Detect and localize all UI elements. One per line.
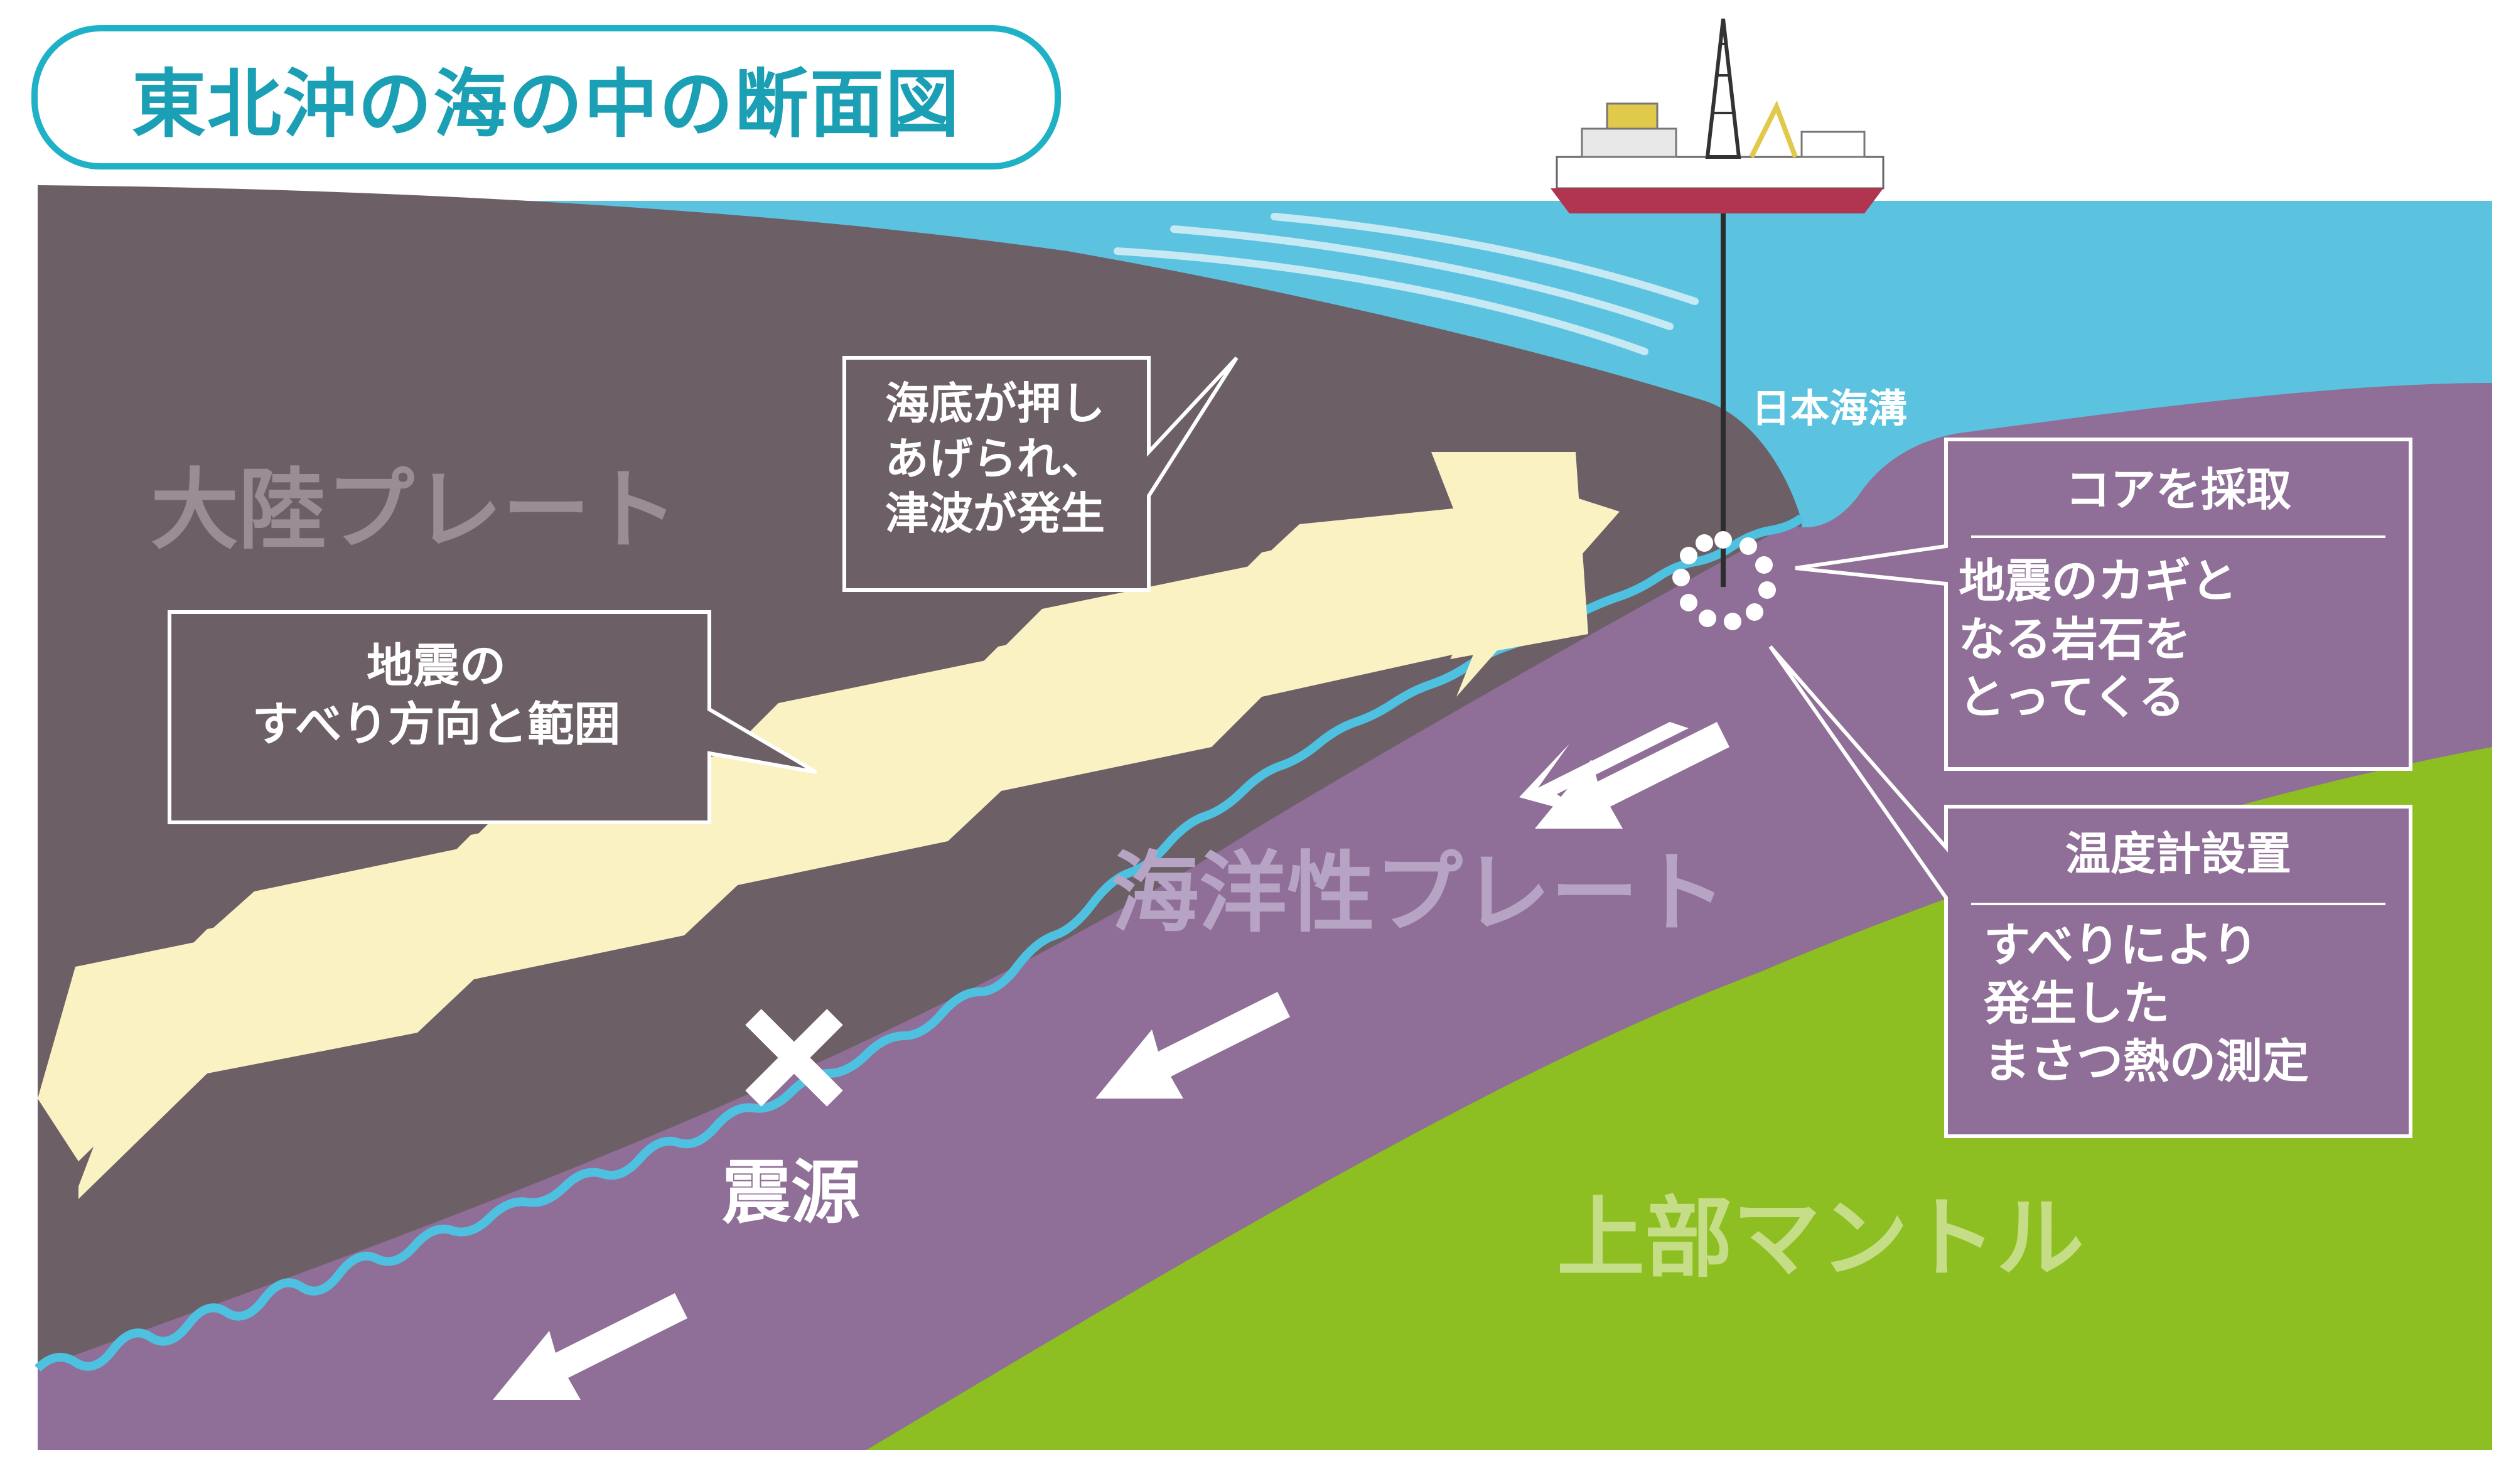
callout-core-line: とってくる (1959, 670, 2185, 724)
callout-earthquake-frame (168, 610, 817, 824)
callout-thermometer-line: 発生した (1984, 976, 2170, 1031)
callout-core-frame (1795, 438, 2412, 771)
callout-thermometer-line: まさつ熱の測定 (1984, 1035, 2309, 1089)
callout-tsunami-line: 津波が発生 (885, 488, 1105, 539)
callout-tsunami-line: あげられ、 (884, 433, 1105, 485)
callout-tsunami-frame (842, 356, 1239, 592)
callout-thermometer-text: すべりにより 発生した まさつ熱の測定 (1984, 917, 2385, 1091)
callout-thermometer-line: すべりにより (1984, 918, 2259, 972)
callout-core-line: 地震のカギと (1959, 554, 2237, 608)
callout-core-line: なる岩石を (1959, 612, 2191, 667)
oceanic-plate-label: 海洋性プレート (1111, 842, 1727, 945)
callout-core-text: 地震のカギと なる岩石を とってくる (1959, 552, 2398, 727)
dotted-circle-icon (1672, 531, 1776, 630)
slip-direction-arrow-body (78, 455, 1620, 1199)
trench-label: 日本海溝 (1751, 385, 1908, 431)
continental-plate-label: 大陸プレート (151, 460, 679, 562)
cross-mark-icon (745, 1009, 843, 1107)
callout-earthquake-line: 地震の (367, 639, 506, 693)
tsunami-waves (1114, 213, 1699, 355)
callout-earthquake-line: すべり方向と範囲 (252, 697, 621, 751)
callout-thermometer-heading: 温度計設置 (2065, 827, 2291, 880)
callout-tsunami-line: 海底が押し (885, 378, 1105, 429)
callout-earthquake-text: 地震の すべり方向と範囲 (169, 637, 703, 753)
page-title: 東北沖の海の中の断面図 (131, 60, 960, 148)
callout-core-heading: コアを採取 (2065, 463, 2291, 516)
drilling-ship-icon (1551, 18, 1885, 213)
arrow-icon (493, 722, 1729, 1400)
hypocenter-label: 震源 (722, 1153, 860, 1233)
upper-mantle-label: 上部マントル (1557, 1188, 2085, 1290)
callout-thermometer-frame (1768, 645, 2412, 1138)
title-box: 東北沖の海の中の断面図 (31, 25, 1061, 169)
callout-tsunami-text: 海底が押し あげられ、 津波が発生 (844, 377, 1146, 542)
